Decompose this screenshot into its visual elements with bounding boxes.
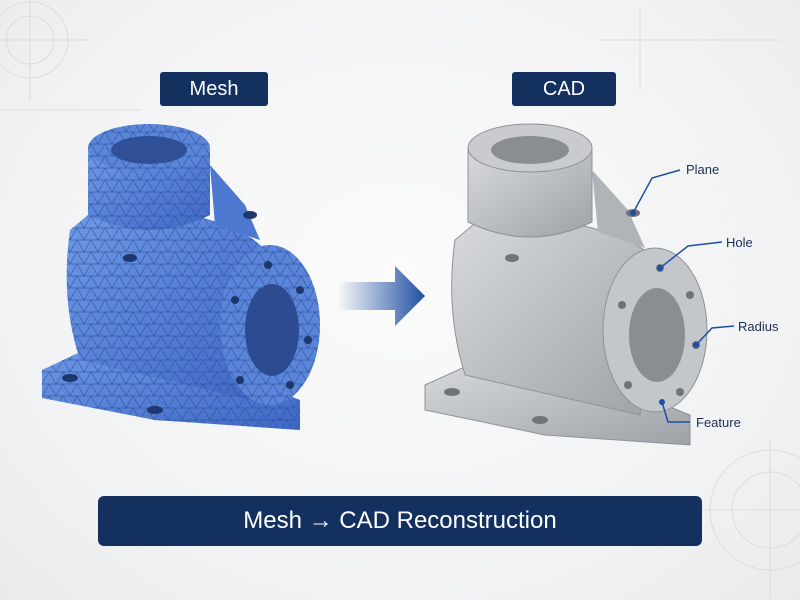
mesh-label: Mesh <box>160 72 268 106</box>
callout-hole: Hole <box>726 235 753 250</box>
callout-radius: Radius <box>738 319 779 334</box>
banner-title: Mesh → CAD Reconstruction <box>243 507 557 534</box>
cad-label: CAD <box>512 72 616 106</box>
callout-feature: Feature <box>696 415 741 430</box>
title-banner: Mesh → CAD Reconstruction <box>98 496 702 546</box>
callout-plane: Plane <box>686 162 720 177</box>
